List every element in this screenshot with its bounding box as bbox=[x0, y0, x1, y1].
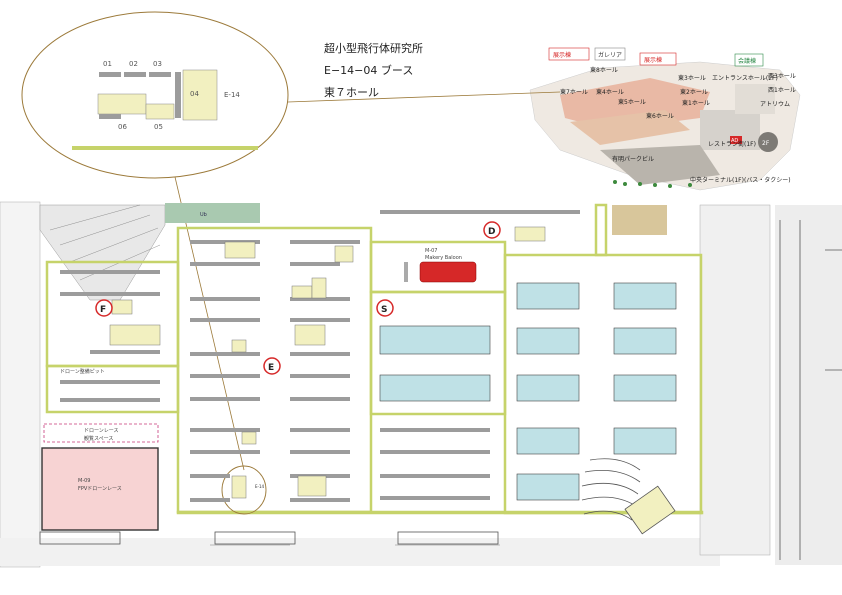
booth-row-strip bbox=[380, 210, 580, 214]
booth-block bbox=[294, 324, 326, 346]
hall-label-2: 東2ホール bbox=[680, 88, 708, 96]
zone-marker-s: S bbox=[381, 305, 387, 315]
booth-row-strip bbox=[290, 374, 350, 378]
hall-label-3: 東3ホール bbox=[678, 74, 706, 82]
booth-block bbox=[297, 475, 327, 497]
booth-row-strip bbox=[60, 270, 160, 274]
booth-row-strip bbox=[190, 374, 260, 378]
booth-row-strip bbox=[290, 297, 350, 301]
hall-name: 東７ホール bbox=[324, 86, 379, 99]
booth-row-strip bbox=[190, 297, 260, 301]
booth-number: E−14−04 ブース bbox=[324, 64, 414, 77]
booth-block bbox=[241, 431, 257, 445]
booth-block bbox=[231, 475, 247, 499]
booth-row-strip bbox=[190, 318, 260, 322]
center-sub: Makery Baloon bbox=[425, 255, 462, 261]
svg-text:Ub: Ub bbox=[200, 212, 207, 218]
hall-label-west3: 西3ホール bbox=[768, 73, 796, 80]
booth-row-strip bbox=[290, 262, 340, 266]
booth-block bbox=[224, 241, 256, 259]
pit-label: ドローン整備ピット bbox=[60, 368, 105, 375]
m-area-label: M-09 bbox=[78, 478, 90, 484]
marker-ad: AD bbox=[731, 138, 738, 144]
e14-label: E-14 bbox=[255, 484, 265, 489]
zoom-zone-label: E-14 bbox=[224, 91, 240, 99]
booth-row-strip bbox=[380, 496, 490, 500]
booth-row-strip bbox=[290, 450, 350, 454]
zoom-num-01: 01 bbox=[103, 60, 112, 68]
booth-block bbox=[111, 299, 133, 315]
hall-label-7: 東7ホール bbox=[560, 88, 588, 96]
booth-rows bbox=[60, 210, 580, 502]
tag-2: ガレリア bbox=[598, 51, 622, 59]
tag-3: 展示棟 bbox=[644, 56, 662, 64]
hall-label-6: 東6ホール bbox=[646, 112, 674, 120]
zoom-num-06: 06 bbox=[118, 123, 127, 131]
booth-row-strip bbox=[290, 318, 350, 322]
zoom-num-03: 03 bbox=[153, 60, 162, 68]
fan-seating bbox=[581, 458, 676, 535]
center-label: M-07 bbox=[425, 248, 437, 254]
hall-label-8: 東8ホール bbox=[590, 66, 618, 74]
company-name: 超小型飛行体研究所 bbox=[324, 42, 423, 55]
booth-row-strip bbox=[190, 498, 230, 502]
booth-row-strip bbox=[290, 240, 360, 244]
booth-row-strip bbox=[190, 262, 260, 266]
hall-label-4: 東4ホール bbox=[596, 88, 624, 96]
hall-overview: 2F AD 展示棟 ガレリア 展示棟 会議棟 東3ホール 東2ホール 東1ホール… bbox=[529, 47, 801, 191]
drone-race-label: ドローンレース bbox=[84, 428, 119, 434]
hall-label-restaurant: レストラン街(1F) bbox=[708, 140, 756, 148]
zoom-num-02: 02 bbox=[129, 60, 138, 68]
booth-row-strip bbox=[515, 210, 575, 214]
booth-row-strip bbox=[290, 498, 350, 502]
booth-row-strip bbox=[60, 292, 160, 296]
zone-marker-f: F bbox=[100, 305, 106, 315]
zone-marker-d: D bbox=[488, 227, 495, 237]
booth-row-strip bbox=[290, 428, 350, 432]
booth-row-strip bbox=[380, 474, 490, 478]
zoom-num-04: 04 bbox=[190, 90, 199, 98]
hall-label-terminal: 中央ターミナル(1F)(バス・タクシー) bbox=[690, 176, 791, 184]
zone-markers: D S E F bbox=[95, 221, 501, 375]
zoom-num-05: 05 bbox=[154, 123, 163, 131]
booth-block bbox=[334, 245, 354, 263]
m-area-sub: FPVドローンレース bbox=[78, 486, 122, 492]
drone-space-label: 観覧スペース bbox=[84, 435, 113, 442]
booth-block bbox=[291, 285, 313, 299]
booth-row-strip bbox=[190, 352, 260, 356]
booth-row-strip bbox=[380, 428, 490, 432]
floor-plan: Ub M-09 FPVドローンレース bbox=[0, 201, 842, 568]
marker-2f: 2F bbox=[762, 140, 770, 147]
hall-label-atrium: アトリウム bbox=[760, 100, 790, 108]
booth-block bbox=[514, 226, 546, 242]
hall-label-entrance: エントランスホール(2F) bbox=[712, 75, 778, 82]
booth-row-strip bbox=[190, 397, 260, 401]
booth-block bbox=[311, 277, 327, 299]
booth-row-strip bbox=[60, 398, 160, 402]
booth-row-strip bbox=[190, 474, 230, 478]
booth-block bbox=[109, 324, 161, 346]
booth-row-strip bbox=[90, 350, 160, 354]
booth-block bbox=[231, 339, 247, 353]
booth-row-strip bbox=[380, 450, 490, 454]
hall-label-1: 東1ホール bbox=[682, 99, 710, 107]
hall-label-west1: 西1ホール bbox=[768, 87, 796, 94]
hall-label-5: 東5ホール bbox=[618, 98, 646, 106]
booth-row-strip bbox=[60, 380, 160, 384]
zone-marker-e: E bbox=[268, 363, 274, 373]
booth-row-strip bbox=[190, 450, 260, 454]
hall-label-park: 有明パークビル bbox=[612, 155, 654, 163]
booth-row-strip bbox=[290, 397, 350, 401]
booth-row-strip bbox=[190, 428, 260, 432]
zoom-callout: 01 02 03 06 05 04 E-14 bbox=[21, 11, 561, 471]
tag-1: 展示棟 bbox=[553, 51, 571, 59]
tag-4: 会議棟 bbox=[738, 57, 756, 65]
booth-row-strip bbox=[290, 352, 350, 356]
